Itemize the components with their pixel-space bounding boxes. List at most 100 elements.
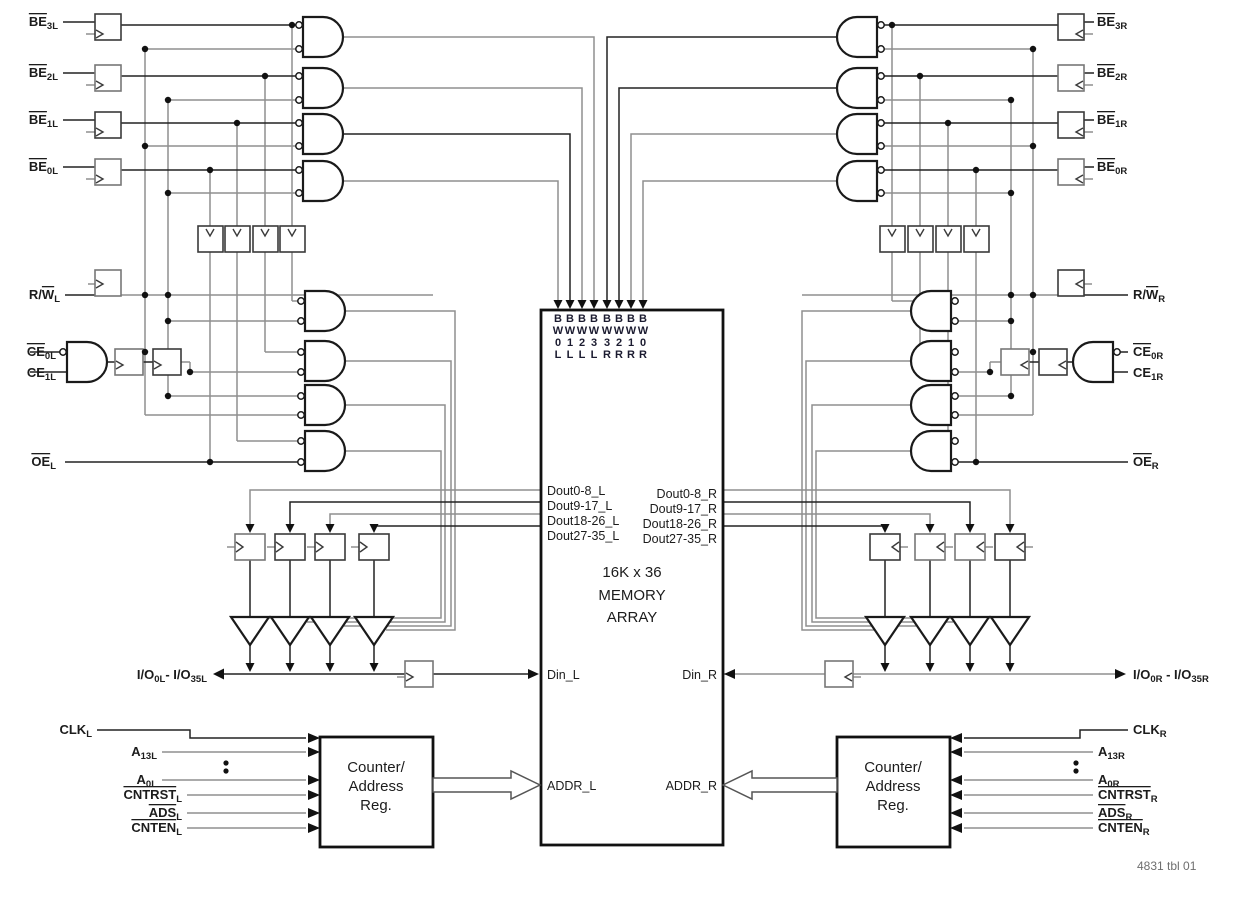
label-din-l: Din_L (547, 668, 580, 682)
label-be1r: BE1R (1097, 112, 1127, 130)
and-gate-oe-r4 (909, 429, 953, 473)
ff-be0r (1057, 158, 1085, 186)
label-a13r: A13R (1098, 744, 1125, 762)
dout-reg-l3 (314, 533, 346, 561)
and-gate-bw2r (835, 66, 879, 110)
counter-left-line1: Counter/ (347, 759, 405, 776)
ff-cer-1 (1038, 348, 1068, 376)
latch-r3 (935, 225, 962, 253)
ff-cel-1 (114, 348, 144, 376)
label-clkr: CLKR (1133, 722, 1167, 740)
addr-arrow-right (721, 769, 838, 801)
counter-address-reg-right (835, 735, 952, 849)
dout-reg-r3 (954, 533, 986, 561)
label-ce0r: CE0R (1133, 344, 1163, 362)
ff-rwl (94, 269, 122, 297)
and-gate-bw0r (835, 159, 879, 203)
label-addr-r: ADDR_R (666, 779, 717, 793)
label-oer: OER (1133, 454, 1159, 472)
clock-wedges (95, 29, 1084, 682)
and-gate-ce-r (1071, 340, 1115, 384)
label-addr-l: ADDR_L (547, 779, 596, 793)
and-gate-bw3l (301, 15, 345, 59)
label-ce1r: CE1R (1133, 365, 1163, 383)
and-gate-bw1r (835, 112, 879, 156)
and-gate-oe-r3 (909, 383, 953, 427)
counter-right-line3: Reg. (877, 797, 909, 814)
label-dout0-8-r: Dout0-8_R (657, 487, 717, 501)
dout-reg-l1 (234, 533, 266, 561)
buffer-l3 (308, 615, 352, 647)
label-dout27-35-r: Dout27-35_R (643, 532, 717, 546)
label-a13l: A13L (131, 744, 157, 762)
and-gate-oe-l3 (303, 383, 347, 427)
label-dout9-17-l: Dout9-17_L (547, 499, 612, 513)
label-be3l: BE3L (29, 14, 58, 32)
latch-l4 (279, 225, 306, 253)
label-a0r: A0R (1098, 772, 1120, 790)
label-adsl: ADSL (149, 805, 182, 823)
and-gate-oe-l2 (303, 339, 347, 383)
figure-caption: 4831 tbl 01 (1137, 859, 1197, 873)
memory-array-title-3: ARRAY (607, 609, 658, 626)
latch-l2 (224, 225, 251, 253)
and-gate-bw2l (301, 66, 345, 110)
buffer-l4 (352, 615, 396, 647)
label-oel: OEL (31, 454, 56, 472)
buffer-l1 (228, 615, 272, 647)
ff-cel-2 (152, 348, 182, 376)
tri-state-buffers (228, 615, 1032, 647)
counter-right-line2: Address (865, 778, 920, 795)
buffer-r2 (908, 615, 952, 647)
and-gate-oe-r2 (909, 339, 953, 383)
label-adsr: ADSR (1098, 805, 1132, 823)
labels: BE3L BE2L BE1L BE0L R/WL CE0L CE1L OEL I… (27, 14, 1209, 873)
memory-array-title-2: MEMORY (598, 587, 665, 604)
counter-address-reg-left (318, 735, 435, 849)
counter-left-line3: Reg. (360, 797, 392, 814)
memory-array-title-1: 16K x 36 (602, 564, 661, 581)
and-gate-ce-l (65, 340, 109, 384)
label-rwl: R/WL (29, 287, 60, 305)
label-be2l: BE2L (29, 65, 58, 83)
label-be1l: BE1L (29, 112, 58, 130)
latch-r1 (879, 225, 906, 253)
logic-gates (65, 15, 1115, 473)
flip-flop-registers (94, 13, 1085, 688)
label-cntenr: CNTENR (1098, 820, 1150, 838)
label-dout18-26-l: Dout18-26_L (547, 514, 619, 528)
buffer-l2 (268, 615, 312, 647)
label-io-right: I/O0R - I/O35R (1133, 667, 1209, 685)
label-cntenl: CNTENL (131, 820, 182, 838)
and-gate-oe-r1 (909, 289, 953, 333)
addr-arrow-left (432, 769, 542, 801)
ff-cer-2 (1000, 348, 1030, 376)
label-io-left: I/O0L- I/O35L (137, 667, 207, 685)
label-be0l: BE0L (29, 159, 58, 177)
label-be0r: BE0R (1097, 159, 1127, 177)
ff-din-r (824, 660, 854, 688)
label-clkl: CLKL (59, 722, 92, 740)
label-ce0l: CE0L (27, 344, 56, 362)
label-din-r: Din_R (682, 668, 717, 682)
label-dout9-17-r: Dout9-17_R (650, 502, 717, 516)
and-gate-bw3r (835, 15, 879, 59)
signal-wires-black (30, 21, 1128, 739)
counter-left-line2: Address (348, 778, 403, 795)
counter-right-line1: Counter/ (864, 759, 922, 776)
ff-din-l (404, 660, 434, 688)
and-gate-bw0l (301, 159, 345, 203)
label-be3r: BE3R (1097, 14, 1127, 32)
latch-r4 (963, 225, 990, 253)
label-rwr: R/WR (1133, 287, 1165, 305)
and-gate-oe-l4 (303, 429, 347, 473)
buffer-r4 (988, 615, 1032, 647)
